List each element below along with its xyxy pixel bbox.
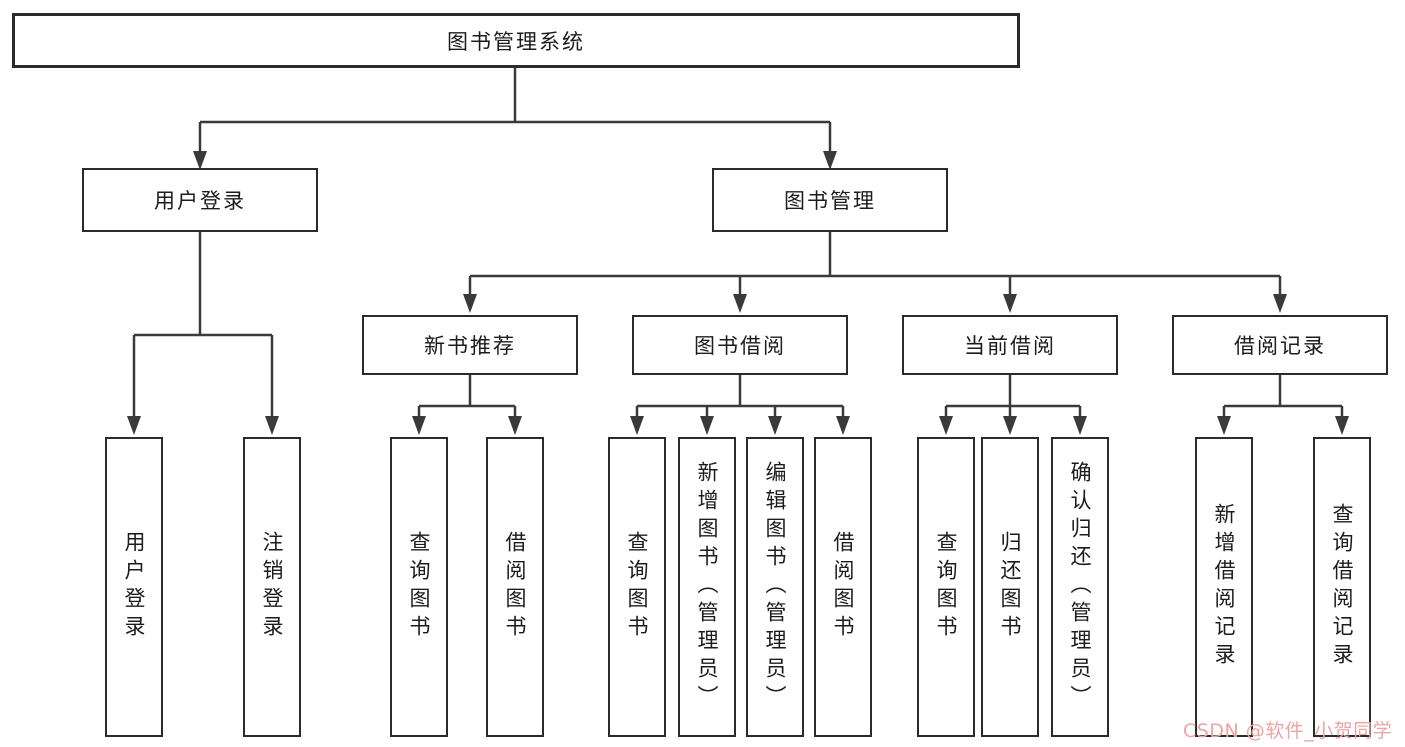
leaf-add-book-admin: 新增图书（管理员） [678, 437, 736, 737]
leaf-return-books: 归还图书 [981, 437, 1039, 737]
leaf-query-books-borrow-label: 查询图书 [625, 531, 649, 643]
leaf-query-borrow-record-label: 查询借阅记录 [1330, 503, 1354, 671]
leaf-borrow-books-label: 借阅图书 [831, 531, 855, 643]
csdn-watermark: CSDN @软件_小贺同学 [1183, 720, 1393, 742]
leaf-query-books-current: 查询图书 [917, 437, 975, 737]
leaf-borrow-books: 借阅图书 [814, 437, 872, 737]
leaf-query-books-recommend: 查询图书 [390, 437, 448, 737]
leaf-add-borrow-record-label: 新增借阅记录 [1212, 503, 1236, 671]
leaf-query-borrow-record: 查询借阅记录 [1313, 437, 1371, 737]
leaf-user-login: 用户登录 [105, 437, 163, 737]
leaf-logout-label: 注销登录 [260, 531, 284, 643]
node-current-borrow: 当前借阅 [902, 315, 1118, 375]
leaf-user-login-label: 用户登录 [122, 531, 146, 643]
node-borrow-records: 借阅记录 [1172, 315, 1388, 375]
leaf-add-borrow-record: 新增借阅记录 [1195, 437, 1253, 737]
leaf-edit-book-admin-label: 编辑图书（管理员） [763, 461, 787, 713]
node-new-book-recommend: 新书推荐 [362, 315, 578, 375]
leaf-confirm-return-admin-label: 确认归还（管理员） [1068, 461, 1092, 713]
leaf-borrow-books-recommend: 借阅图书 [486, 437, 544, 737]
leaf-logout: 注销登录 [243, 437, 301, 737]
leaf-return-books-label: 归还图书 [998, 531, 1022, 643]
node-user-login: 用户登录 [82, 168, 318, 232]
leaf-query-books-current-label: 查询图书 [934, 531, 958, 643]
leaf-edit-book-admin: 编辑图书（管理员） [746, 437, 804, 737]
leaf-query-books-recommend-label: 查询图书 [407, 531, 431, 643]
node-library-management-system: 图书管理系统 [12, 13, 1020, 68]
leaf-query-books-borrow: 查询图书 [608, 437, 666, 737]
leaf-confirm-return-admin: 确认归还（管理员） [1051, 437, 1109, 737]
node-book-management: 图书管理 [712, 168, 948, 232]
node-book-borrow: 图书借阅 [632, 315, 848, 375]
leaf-add-book-admin-label: 新增图书（管理员） [695, 461, 719, 713]
leaf-borrow-books-recommend-label: 借阅图书 [503, 531, 527, 643]
